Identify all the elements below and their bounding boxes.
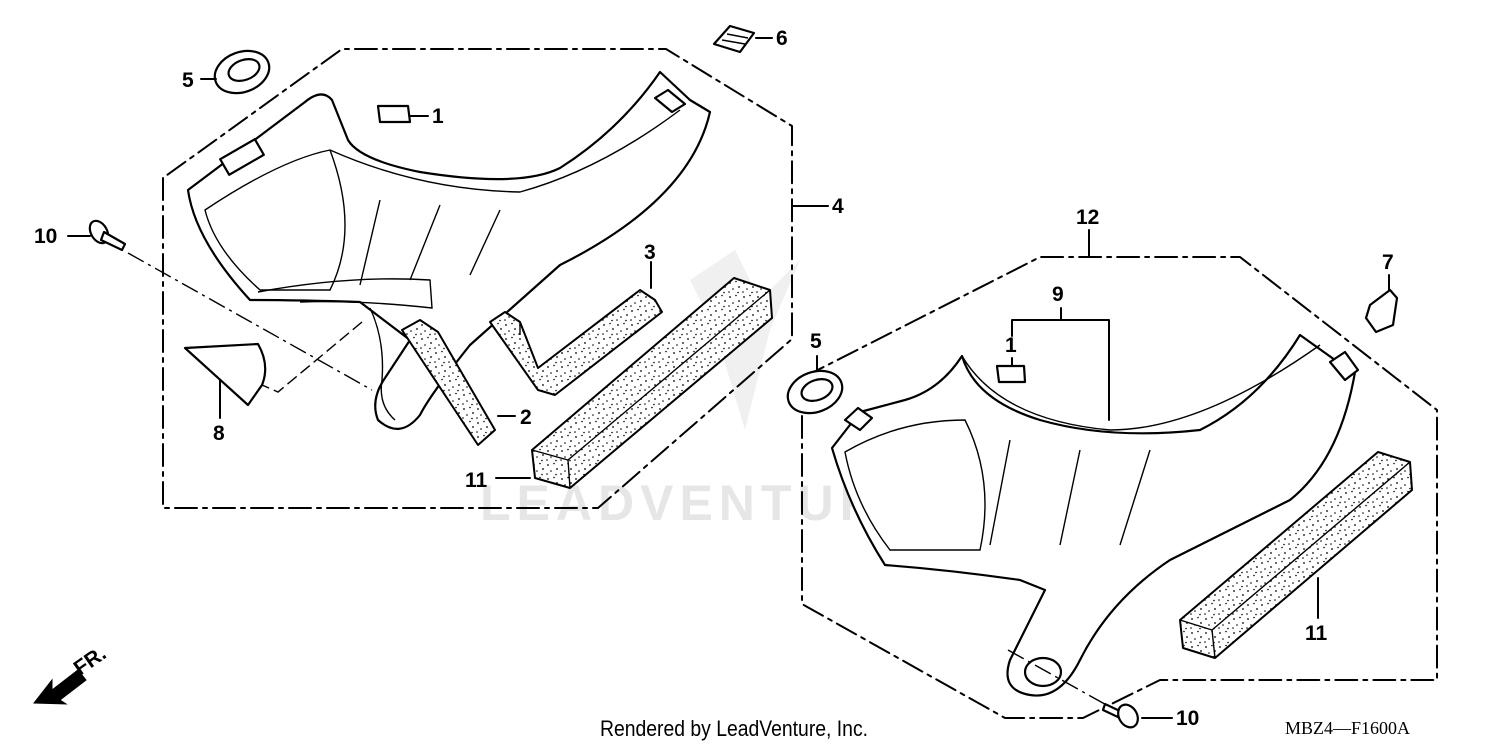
svg-text:9: 9 xyxy=(1052,283,1064,306)
right-side-cover[interactable] xyxy=(830,333,1360,697)
svg-text:5: 5 xyxy=(182,69,194,92)
part-5-grommet-right[interactable]: 5 xyxy=(782,330,848,420)
part-11-foam-left[interactable]: 11 xyxy=(465,277,773,492)
part-1-emblem-left[interactable]: 1 xyxy=(376,104,444,128)
svg-text:11: 11 xyxy=(465,469,488,492)
part-2-foam-block[interactable]: 2 xyxy=(401,319,532,446)
svg-text:1: 1 xyxy=(432,105,444,128)
right-assembly-boundary xyxy=(801,256,1438,719)
part-10-screw-right[interactable]: 10 xyxy=(1007,649,1199,731)
left-side-cover[interactable] xyxy=(186,70,712,430)
part-7-clip[interactable]: 7 xyxy=(1364,251,1399,334)
svg-text:LEADVENTURE: LEADVENTURE xyxy=(480,475,921,531)
svg-text:7: 7 xyxy=(1382,251,1394,274)
svg-text:2: 2 xyxy=(520,406,532,429)
front-direction-arrow: FR. xyxy=(32,642,111,705)
svg-text:3: 3 xyxy=(644,241,656,264)
svg-text:4: 4 xyxy=(832,195,844,218)
svg-text:6: 6 xyxy=(776,27,788,50)
svg-text:10: 10 xyxy=(1176,707,1199,730)
part-8-triangle-pad[interactable]: 8 xyxy=(183,321,363,445)
left-assembly-boundary xyxy=(162,48,793,509)
svg-text:12: 12 xyxy=(1076,206,1099,229)
svg-text:5: 5 xyxy=(810,330,822,353)
svg-text:1: 1 xyxy=(1005,334,1017,357)
diagram-code: MBZ4—F1600A xyxy=(1285,718,1411,738)
part-1-emblem-right[interactable]: 1 xyxy=(995,334,1027,384)
part-5-grommet-left[interactable]: 5 xyxy=(182,44,275,101)
part-12-label: 12 xyxy=(1076,206,1099,258)
rendered-by-text: Rendered by LeadVenture, Inc. xyxy=(600,716,869,741)
svg-text:10: 10 xyxy=(34,225,57,248)
part-11-foam-right[interactable]: 11 xyxy=(1179,451,1413,659)
part-6-clip[interactable]: 6 xyxy=(712,24,788,54)
part-4-label: 4 xyxy=(791,195,844,218)
part-9-label-bracket: 9 xyxy=(1011,283,1110,421)
svg-text:11: 11 xyxy=(1305,622,1328,645)
svg-text:8: 8 xyxy=(213,422,225,445)
part-10-screw-left[interactable]: 10 xyxy=(34,218,373,391)
part-3-foam-strip[interactable]: 3 xyxy=(489,241,663,396)
